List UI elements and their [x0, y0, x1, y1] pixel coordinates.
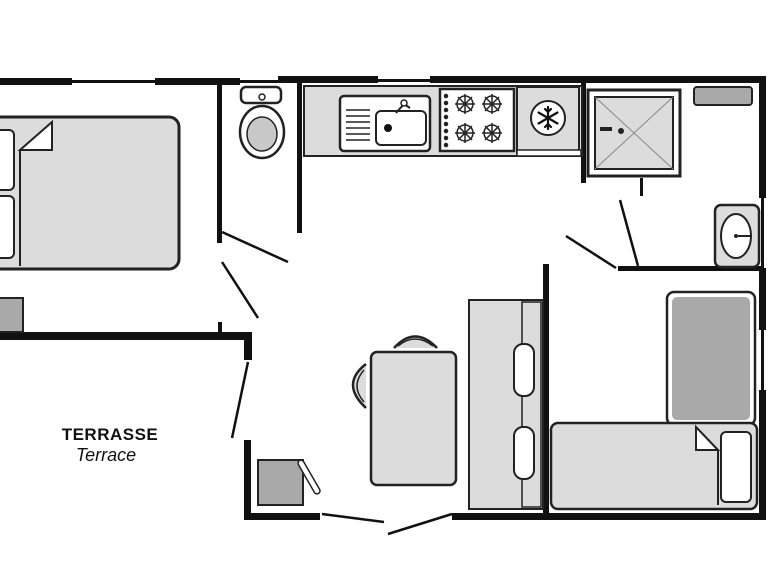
- shower-lines: [594, 96, 674, 170]
- door-bedroom1-leaf: [220, 261, 260, 319]
- burner-icon: [455, 94, 475, 114]
- bath-shelf: [693, 86, 753, 106]
- bedroom-1: [0, 115, 181, 333]
- cabinet-door-swing: [297, 459, 321, 495]
- toilet-flush-button: [258, 93, 266, 101]
- door-entrance-left: [321, 512, 385, 524]
- wall-terrace-corner: [244, 332, 252, 360]
- shower-diagonal: [594, 96, 674, 170]
- wall-top-left-thin: [72, 80, 157, 83]
- burner-icon: [482, 123, 502, 143]
- kitchen: [303, 85, 583, 157]
- chair-top: [393, 335, 438, 349]
- fridge-base: [516, 149, 582, 157]
- wall-front-left: [244, 440, 251, 520]
- wall-top-kitchen: [278, 76, 378, 83]
- shower-drain: [618, 128, 624, 134]
- pillow: [0, 129, 15, 191]
- cabinet-door: [297, 459, 321, 495]
- walls: [0, 76, 766, 520]
- sink-drain: [384, 124, 392, 132]
- wall-bedroom1-stub: [218, 322, 222, 332]
- wall-right-top: [759, 76, 766, 198]
- wall-bottom-right: [452, 513, 766, 520]
- wall-right-thin-1: [761, 198, 764, 268]
- wall-top-kitchen-thin: [378, 79, 430, 82]
- wall-bath-left: [581, 83, 586, 183]
- door-entrance-right: [387, 512, 453, 536]
- dining-table: [369, 350, 458, 487]
- toilet-room: [238, 85, 286, 160]
- sofa-cushion: [513, 426, 535, 480]
- burners: [443, 93, 502, 148]
- wall-top-left: [0, 78, 72, 85]
- door-terrace: [230, 361, 250, 439]
- single-bed-1-mattress: [672, 297, 750, 420]
- fridge: [516, 86, 580, 154]
- freezer-snowflake-icon: [537, 105, 559, 131]
- wall-right-thin-2: [761, 330, 764, 390]
- sofa-cushion: [513, 343, 535, 397]
- wall-top-right: [430, 76, 766, 83]
- wall-right-mid: [759, 268, 766, 330]
- bed-sheet-fold: [695, 424, 721, 451]
- pillow: [0, 195, 15, 259]
- burner-icon: [482, 94, 502, 114]
- cooktop-knobs: [443, 93, 449, 148]
- terrace-label: TERRASSE Terrace: [62, 425, 159, 465]
- wall-bath-mid: [640, 178, 643, 196]
- wall-bottom-left: [244, 513, 320, 520]
- wall-top-mid: [155, 78, 240, 85]
- pillow: [720, 431, 752, 503]
- terrace-label-en: Terrace: [76, 445, 136, 465]
- nightstand: [0, 297, 24, 333]
- bathroom: [586, 86, 761, 269]
- door-bath-leaf: [618, 199, 640, 267]
- sink-drainer: [346, 109, 370, 141]
- washbasin-drain: [734, 234, 738, 238]
- wall-right-low: [759, 390, 766, 520]
- door-bedroom1: [221, 230, 289, 264]
- wall-toilet-right: [297, 83, 302, 233]
- door-bathroom: [565, 234, 617, 270]
- living-room: [257, 299, 544, 510]
- side-cabinet: [257, 459, 304, 506]
- bedroom-2: [549, 290, 759, 511]
- sink-basin: [375, 110, 427, 146]
- terrace-label-fr: TERRASSE: [62, 425, 159, 444]
- faucet-knob: [400, 99, 408, 107]
- double-bed: [0, 115, 181, 271]
- wall-bedroom2-left: [543, 264, 549, 520]
- toilet-seat: [246, 116, 278, 152]
- shower-tap: [600, 127, 612, 131]
- chair-left: [351, 363, 367, 409]
- doors: [220, 199, 640, 536]
- wall-bath-bottom: [618, 266, 764, 271]
- wall-terrace-top: [0, 332, 252, 340]
- bed-sheet-fold: [17, 119, 53, 151]
- wall-bedroom1-right: [217, 83, 222, 243]
- wall-top-bath-thin: [240, 80, 280, 83]
- burner-icon: [455, 123, 475, 143]
- cooktop: [438, 87, 516, 153]
